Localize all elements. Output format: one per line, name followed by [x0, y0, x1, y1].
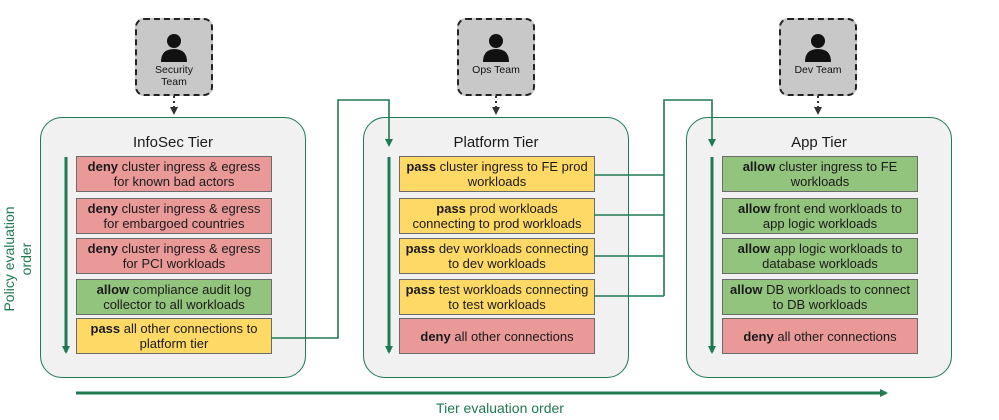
tier-title: InfoSec Tier	[132, 134, 214, 151]
rule-text: prod workloads connecting to prod worklo…	[412, 201, 582, 231]
rule-action: allow	[742, 159, 776, 174]
rule-action: allow	[737, 201, 771, 216]
rule-text: cluster ingress & egress for known bad a…	[113, 159, 261, 189]
person-icon	[483, 34, 509, 62]
rule-box: allow DB workloads to connect to DB work…	[722, 279, 918, 315]
rule-action: deny	[743, 328, 774, 344]
rule-text: front end workloads to app logic workloa…	[762, 201, 903, 231]
team-label: Dev Team	[794, 64, 842, 76]
platform-tier-panel: Platform Tier pass cluster ingress to FE…	[363, 117, 629, 378]
person-icon	[161, 34, 187, 62]
rule-action: allow	[730, 282, 763, 297]
rule-text: all other connections	[450, 328, 574, 344]
dev-team-box: Dev Team	[779, 18, 857, 96]
rule-box: pass cluster ingress to FE prod workload…	[399, 156, 595, 192]
rule-action: deny	[420, 328, 451, 344]
rule-box: allow compliance audit log collector to …	[76, 279, 272, 315]
rule-box: deny all other connections	[399, 318, 595, 354]
rule-action: deny	[87, 241, 118, 256]
rule-action: allow	[737, 241, 771, 256]
team-label: Ops Team	[472, 64, 520, 76]
person-icon	[805, 34, 831, 62]
security-team-box: Security Team	[135, 18, 213, 96]
rule-box: deny cluster ingress & egress for PCI wo…	[76, 238, 272, 274]
rule-text: DB workloads to connect to DB workloads	[762, 282, 910, 312]
rule-action: pass	[406, 159, 436, 174]
rule-text: cluster ingress to FE prod workloads	[435, 159, 588, 189]
rule-box: allow front end workloads to app logic w…	[722, 198, 918, 234]
rule-box: pass prod workloads connecting to prod w…	[399, 198, 595, 234]
rule-action: pass	[436, 201, 466, 216]
pass-to-platform-connector	[271, 99, 393, 339]
rule-text: test workloads connecting to test worklo…	[435, 282, 589, 312]
rule-text: dev workloads connecting to dev workload…	[435, 241, 589, 271]
rule-box: allow app logic workloads to database wo…	[722, 238, 918, 274]
tier-evaluation-order-label: Tier evaluation order	[436, 400, 564, 416]
policy-evaluation-order-label: Policy evaluation order	[1, 206, 34, 312]
tier-title: Platform Tier	[453, 134, 539, 151]
rule-text: cluster ingress & egress for PCI workloa…	[118, 241, 261, 271]
rule-text: app logic workloads to database workload…	[762, 241, 903, 271]
rule-box: pass test workloads connecting to test w…	[399, 279, 595, 315]
tier-title: App Tier	[791, 134, 847, 151]
rule-text: all other connections	[773, 328, 897, 344]
rule-box: allow cluster ingress to FE workloads	[722, 156, 918, 192]
infosec-tier-panel: InfoSec Tier deny cluster ingress & egre…	[40, 117, 306, 378]
rule-action: pass	[405, 282, 436, 297]
rule-box: pass dev workloads connecting to dev wor…	[399, 238, 595, 274]
rule-text: compliance audit log collector to all wo…	[103, 282, 252, 312]
rule-box: deny cluster ingress & egress for known …	[76, 156, 272, 192]
pass-to-app-connector	[663, 99, 716, 296]
rule-box: deny all other connections	[722, 318, 918, 354]
rule-text: cluster ingress & egress for embargoed c…	[103, 201, 261, 231]
rule-action: deny	[87, 201, 118, 216]
rule-action: allow	[96, 282, 130, 297]
rule-action: deny	[87, 159, 118, 174]
team-label: Security Team	[155, 64, 193, 88]
rule-action: pass	[90, 321, 121, 336]
rule-box: pass all other connections to platform t…	[76, 318, 272, 354]
rule-action: pass	[405, 241, 436, 256]
ops-team-box: Ops Team	[457, 18, 535, 96]
rule-box: deny cluster ingress & egress for embarg…	[76, 198, 272, 234]
rule-text: cluster ingress to FE workloads	[775, 159, 898, 189]
rule-text: all other connections to platform tier	[120, 321, 258, 351]
app-tier-panel: App Tier allow cluster ingress to FE wor…	[686, 117, 952, 378]
